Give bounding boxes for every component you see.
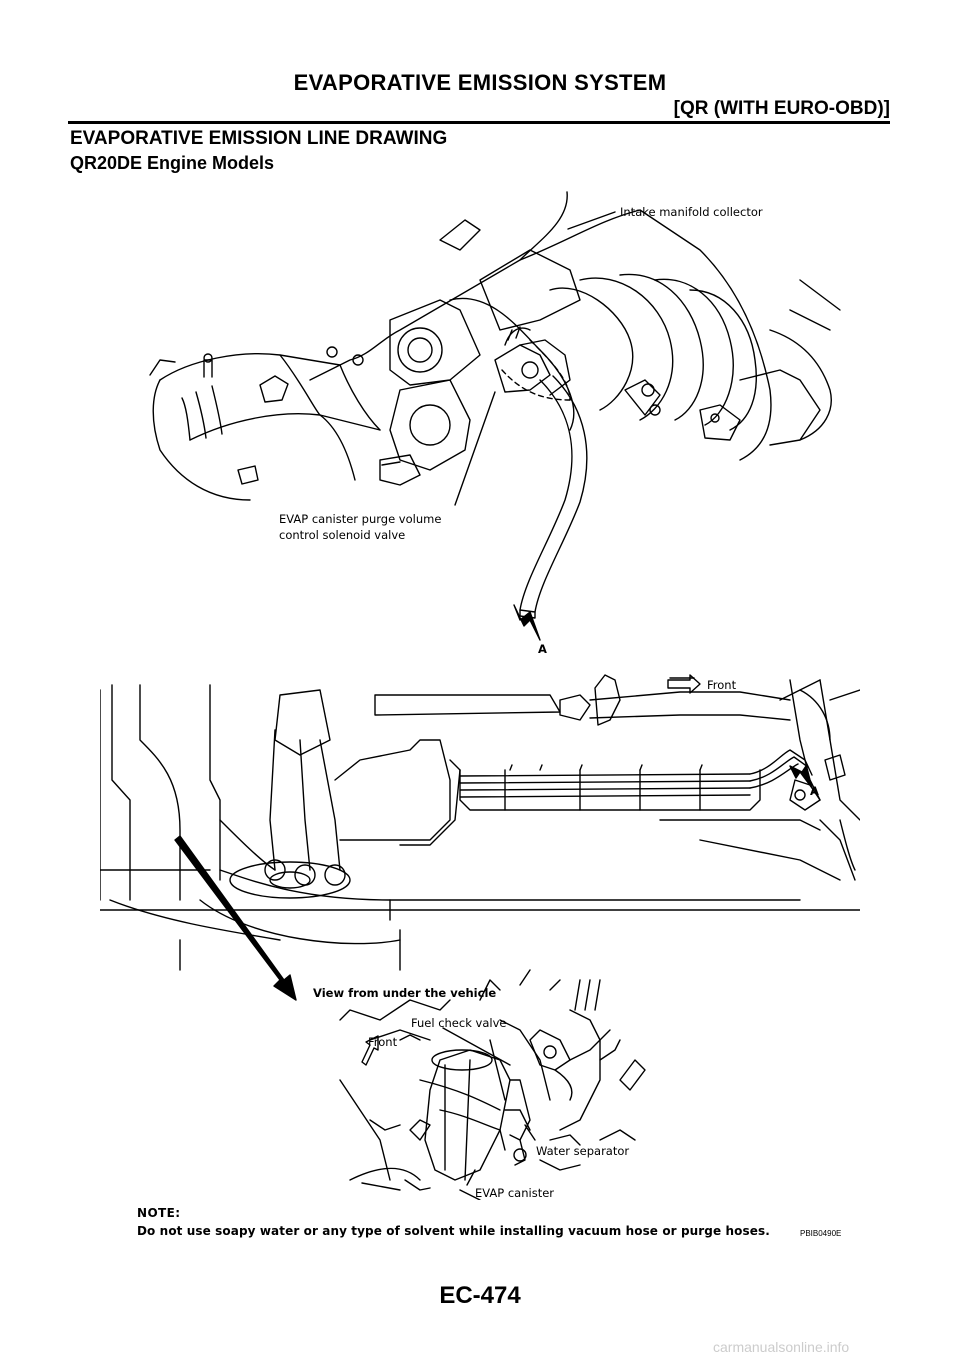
label-fuel-check-valve: Fuel check valve (411, 1016, 506, 1030)
label-evap-canister: EVAP canister (475, 1186, 554, 1200)
leader-intake-manifold (567, 211, 616, 230)
header-rule (68, 121, 890, 124)
figure-code: PBIB0490E (800, 1229, 842, 1238)
front-arrow-inset (361, 1035, 379, 1066)
page-number: EC-474 (439, 1282, 521, 1309)
note-heading: NOTE: (137, 1206, 181, 1220)
arrow-to-inset (174, 835, 297, 1001)
label-purge-valve-1: EVAP canister purge volume (279, 512, 441, 526)
leader-fuel-check-valve (442, 1027, 511, 1066)
air-intake-duct-illustration (149, 353, 381, 501)
section-title: EVAPORATIVE EMISSION LINE DRAWING (70, 128, 448, 149)
label-point-a-upper: A (538, 642, 547, 656)
label-front-inset: Front (368, 1035, 398, 1049)
purge-solenoid-valve-illustration (494, 326, 571, 396)
underbody-illustration (100, 674, 860, 971)
arrow-a-upper (513, 604, 541, 641)
label-front-top: Front (707, 678, 737, 692)
watermark: carmanualsonline.info (713, 1339, 850, 1355)
note-text: Do not use soapy water or any type of so… (137, 1224, 770, 1238)
evap-line-drawing: Intake manifold collector EVAP canister … (100, 191, 860, 1200)
inset-illustration (339, 969, 646, 1200)
front-arrow-top (667, 674, 701, 694)
section-subtitle: QR20DE Engine Models (70, 153, 275, 173)
throttle-body-illustration (326, 299, 481, 486)
label-purge-valve-2: control solenoid valve (279, 528, 405, 542)
header-subtitle: [QR (WITH EURO-OBD)] (673, 98, 890, 119)
leader-water-separator (524, 1124, 536, 1141)
purge-hose-illustration (501, 339, 588, 619)
label-point-a-middle: A (810, 784, 819, 798)
leader-purge-valve (454, 391, 496, 506)
header-title: EVAPORATIVE EMISSION SYSTEM (293, 70, 667, 95)
label-intake-manifold: Intake manifold collector (620, 205, 763, 219)
arrow-a-middle (789, 765, 813, 789)
label-water-separator: Water separator (536, 1144, 629, 1158)
label-view-under-vehicle: View from under the vehicle (313, 986, 496, 1000)
leader-evap-canister (466, 1169, 476, 1186)
